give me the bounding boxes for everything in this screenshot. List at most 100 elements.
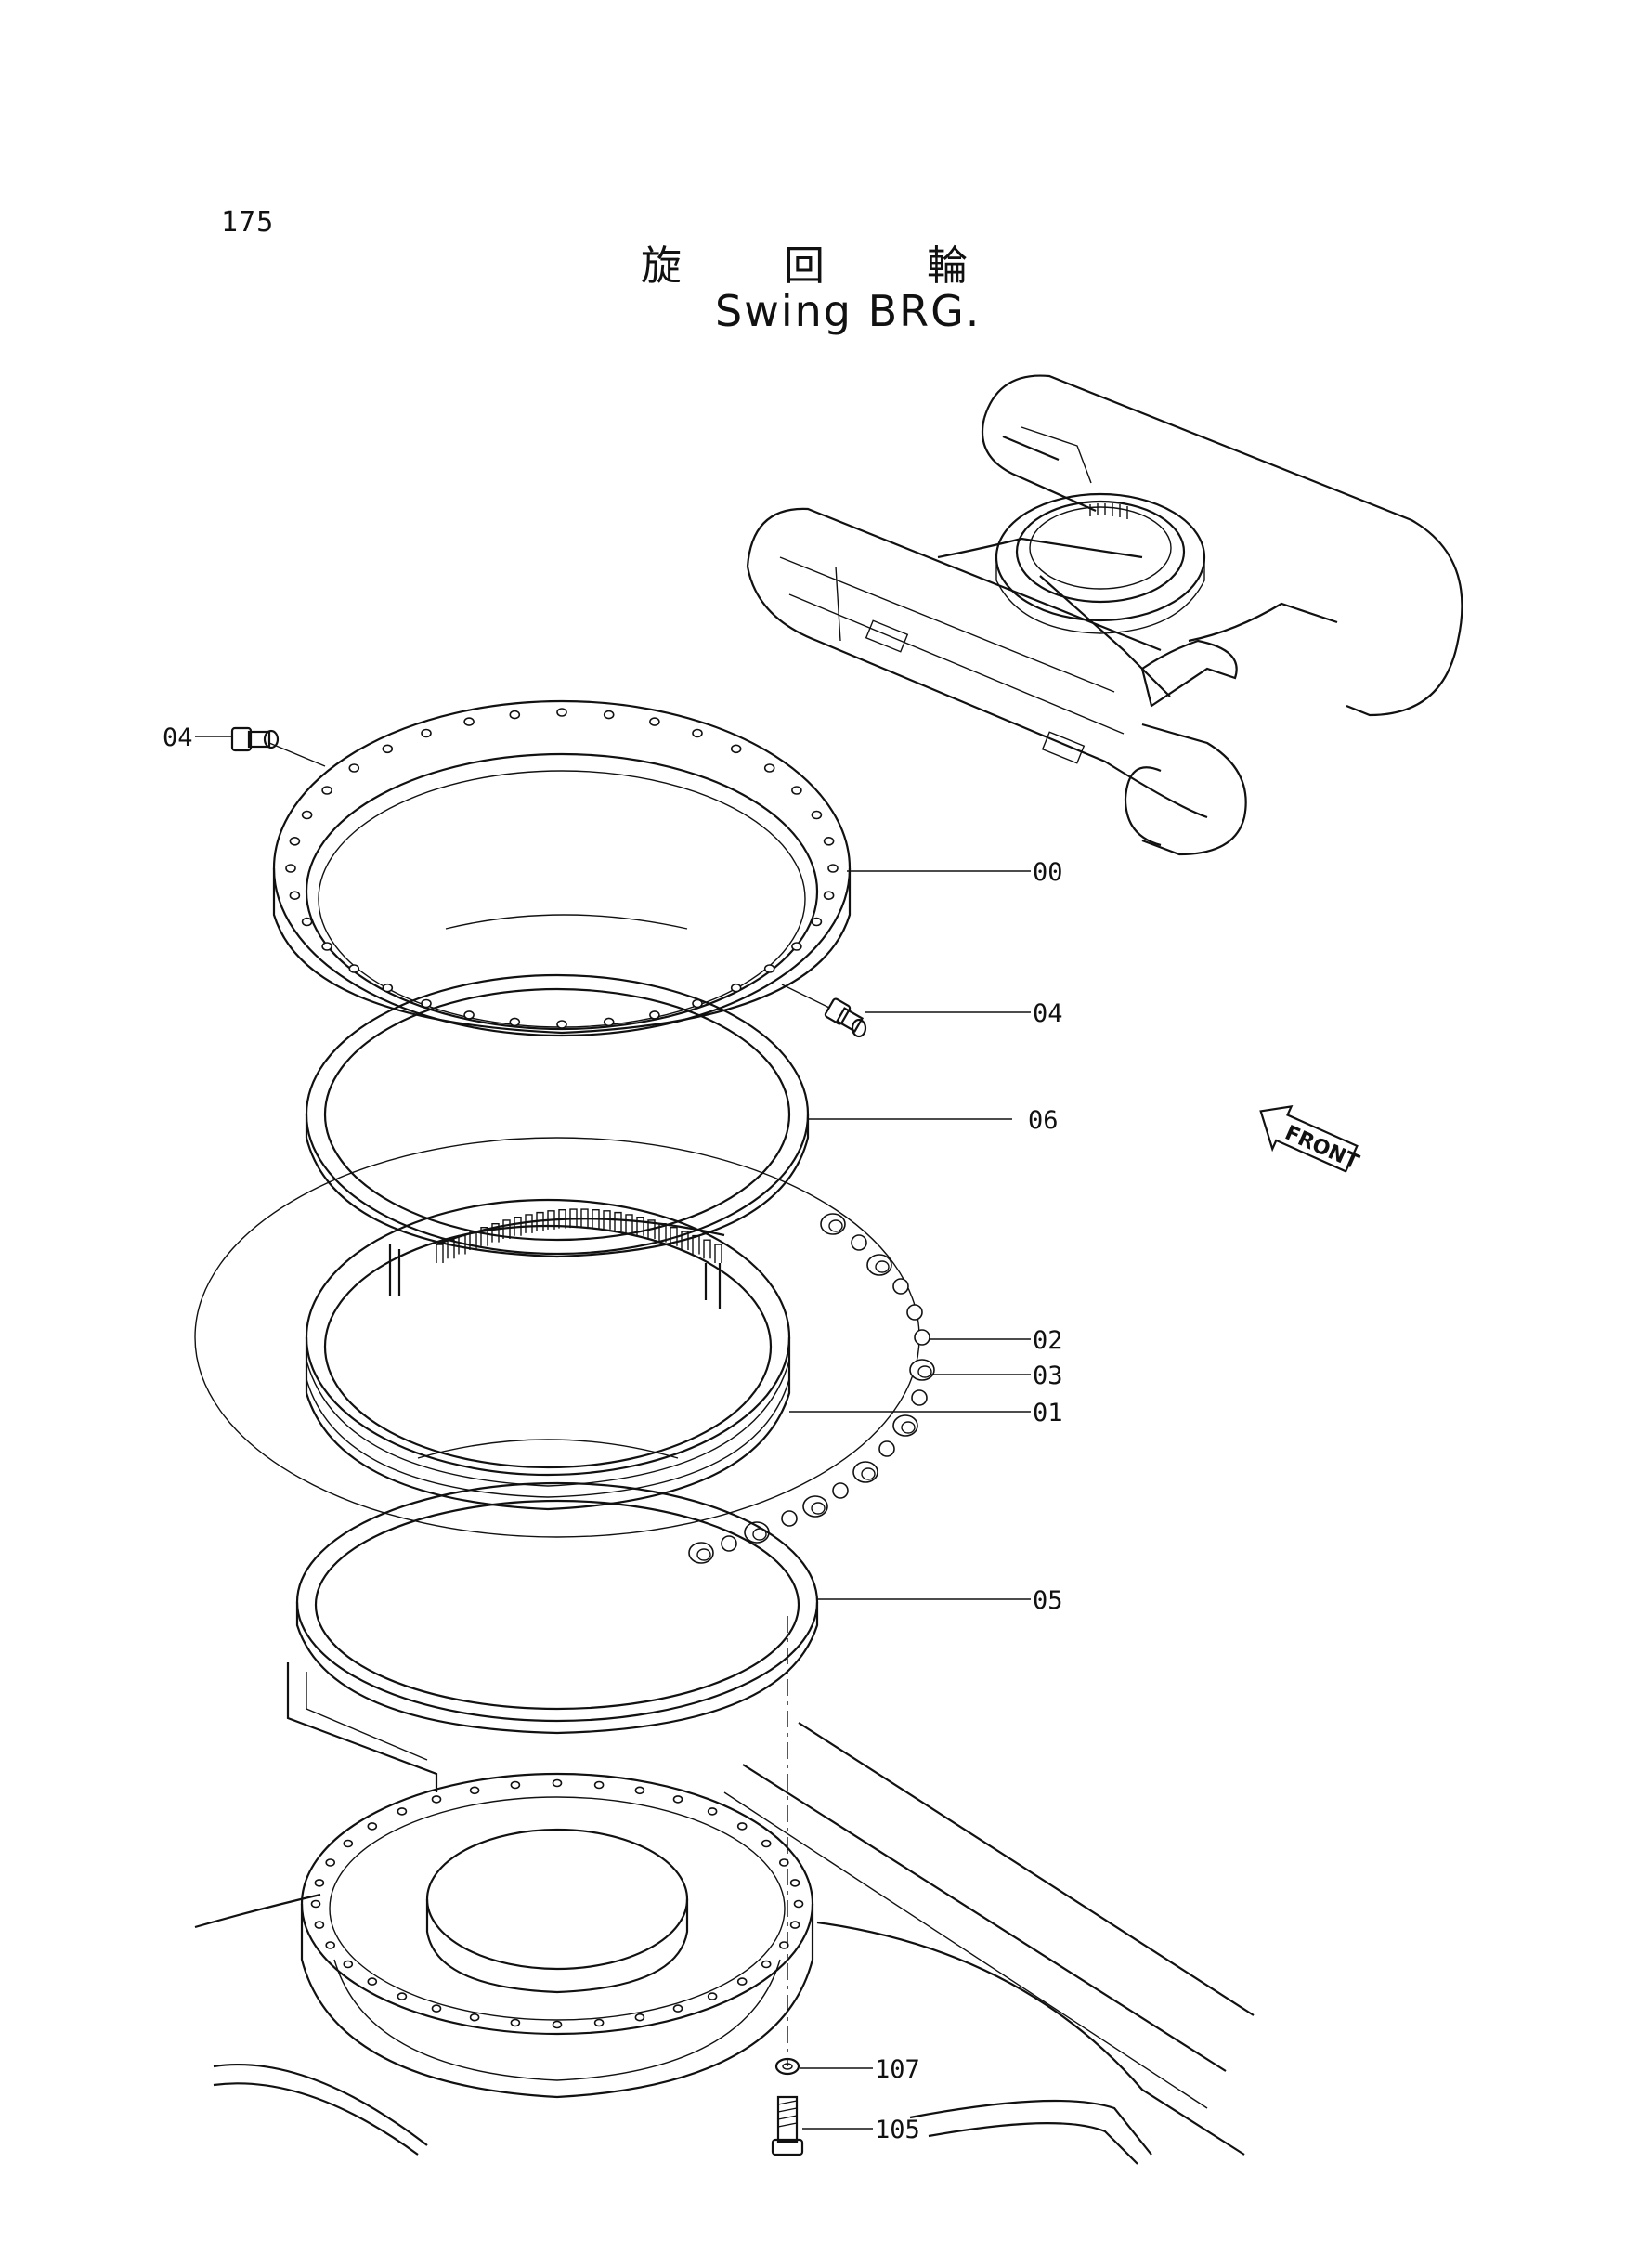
bolt-hole: [789, 1921, 800, 1929]
spacer: [909, 1359, 935, 1381]
bolt-hole: [827, 864, 839, 873]
bolt-hole: [367, 1977, 378, 1986]
bolt-hole: [289, 891, 301, 901]
gear-tooth: [547, 1210, 555, 1230]
ball: [851, 1234, 867, 1251]
bolt-hole: [649, 1010, 660, 1020]
gear-tooth: [536, 1211, 544, 1231]
gear-tooth: [491, 1222, 500, 1243]
bolt-hole: [314, 1879, 325, 1887]
bolt-hole: [343, 1839, 354, 1848]
bolt-hole: [348, 964, 360, 973]
bolt-hole: [778, 1941, 789, 1949]
bolt-hole: [289, 836, 301, 846]
bolt-hole: [301, 810, 313, 820]
bolt-hole: [382, 983, 394, 993]
bolt-hole: [603, 1017, 615, 1027]
callout-03: 03: [1033, 1362, 1063, 1390]
bolt-hole: [509, 1017, 521, 1027]
bolt-hole: [761, 1960, 772, 1969]
callout-05: 05: [1033, 1586, 1063, 1615]
parts-02-03-balls-spacers: [688, 1213, 935, 1564]
bolt-hole: [509, 710, 521, 720]
bolt-hole: [421, 998, 432, 1009]
gear-tooth: [580, 1208, 589, 1229]
gear-tooth: [603, 1210, 611, 1230]
bolt-hole: [431, 1795, 442, 1804]
bolt-hole: [510, 2018, 521, 2027]
bolt-hole: [593, 2018, 605, 2027]
bolt-hole: [736, 1822, 748, 1831]
callout-00: 00: [1033, 858, 1063, 887]
bolt-hole: [811, 810, 823, 820]
bolt-hole: [552, 2020, 563, 2029]
bolt-hole: [325, 1858, 336, 1867]
bolt-hole: [367, 1822, 378, 1831]
bolt-hole: [789, 1879, 800, 1887]
bolt-hole: [325, 1941, 336, 1949]
bolt-hole: [556, 1020, 567, 1029]
bolt-hole: [397, 1992, 408, 2000]
callout-01: 01: [1033, 1399, 1063, 1427]
bolt-hole: [463, 1010, 475, 1020]
bolt-hole: [692, 728, 703, 738]
gear-tooth: [569, 1208, 578, 1229]
bolt-hole: [469, 2013, 480, 2022]
bolt-hole: [672, 1795, 683, 1804]
washer-107: [774, 2057, 800, 2076]
bolt-hole: [763, 763, 775, 773]
ball: [781, 1510, 798, 1527]
gear-tooth: [714, 1244, 722, 1263]
gear-tooth: [558, 1208, 566, 1229]
grease-fitting-04-right: [824, 997, 867, 1038]
gear-tooth: [670, 1226, 678, 1246]
bolt-hole: [634, 1786, 645, 1795]
bolt-hole: [634, 2013, 645, 2022]
spacer: [852, 1461, 878, 1483]
bolt-hole: [421, 728, 432, 738]
callout-107: 107: [875, 2055, 920, 2084]
gear-tooth: [447, 1239, 455, 1259]
bolt-hole: [603, 710, 615, 720]
title-japanese: 旋 回 輪: [641, 242, 1012, 290]
bolt-hole: [649, 717, 660, 726]
bolt-hole: [397, 1807, 408, 1816]
bolt-hole: [791, 942, 802, 951]
bolt-hole: [811, 917, 823, 927]
spacer: [866, 1254, 892, 1276]
ball: [892, 1278, 909, 1295]
callout-02: 02: [1033, 1326, 1063, 1355]
bolt-hole: [310, 1899, 321, 1909]
track-frame-mount: [194, 1662, 1255, 2165]
part-01-inner-race-gear: [305, 1198, 791, 1511]
bolt-hole: [382, 744, 394, 754]
bolt-hole: [431, 2004, 442, 2013]
callout-04-top: 04: [163, 723, 193, 752]
bolt-hole: [791, 786, 802, 795]
bolt-hole: [556, 708, 567, 717]
bolt-hole: [314, 1921, 325, 1929]
gear-tooth: [592, 1208, 600, 1229]
bolt-hole: [343, 1960, 354, 1969]
gear-tooth: [469, 1231, 477, 1251]
part-06-upper-seal: [305, 973, 810, 1258]
bolt-hole: [736, 1977, 748, 1986]
ball: [914, 1329, 930, 1346]
bolt-hole: [763, 964, 775, 973]
bolt-hole: [823, 891, 835, 901]
gear-tooth: [436, 1244, 444, 1263]
bolt-hole: [321, 786, 332, 795]
gear-tooth: [625, 1214, 633, 1233]
leader-lines: [195, 736, 1031, 2130]
gear-tooth: [681, 1231, 689, 1251]
ball: [911, 1389, 928, 1406]
bolt-hole: [552, 1778, 563, 1788]
bolt-hole: [823, 836, 835, 846]
grease-fitting-04-top: [230, 726, 280, 752]
bolt-hole: [730, 744, 742, 754]
bolt-hole: [707, 1992, 718, 2000]
callout-06: 06: [1028, 1106, 1059, 1135]
bolt-105: [771, 2095, 804, 2156]
ball: [721, 1535, 737, 1552]
